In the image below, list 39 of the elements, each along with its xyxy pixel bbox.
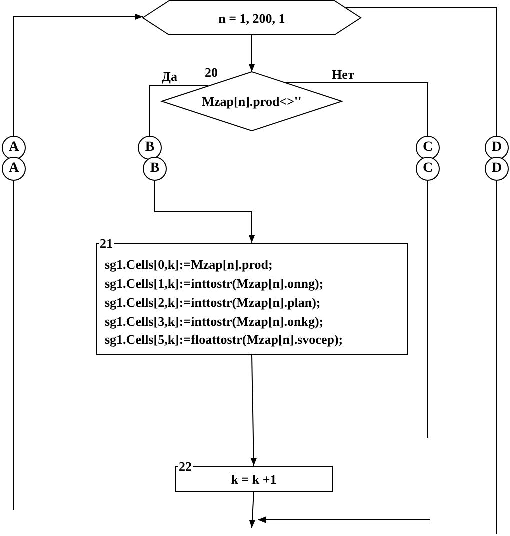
connector-circle	[2, 136, 26, 160]
block-number: 21	[99, 237, 114, 250]
node-text: n = 1, 200, 1	[218, 12, 286, 24]
edge-label: Да	[160, 70, 180, 83]
connector-line	[496, 180, 498, 534]
connector-letter: C	[422, 162, 434, 176]
edge-label: Нет	[330, 68, 356, 81]
arrow	[250, 354, 258, 466]
connector-letter: B	[150, 162, 160, 176]
code-line: sg1.Cells[0,k]:=Mzap[n].prod;	[105, 256, 273, 274]
block-number: 22	[178, 460, 193, 473]
connector-letter: D	[492, 162, 502, 176]
node-text: Mzap[n].prod<>''	[202, 95, 302, 108]
connector-circle	[143, 157, 167, 181]
arrow	[248, 34, 256, 72]
node-text: k = k +1	[231, 472, 277, 486]
arrow	[249, 492, 256, 528]
connector-letter: A	[8, 141, 20, 155]
connector-letter: A	[8, 162, 20, 176]
arrow	[14, 14, 144, 136]
connector-circle	[485, 157, 509, 181]
connector-letter: B	[145, 141, 155, 155]
connector-circle	[416, 157, 440, 181]
connector-line	[345, 8, 498, 136]
connector-circle	[2, 157, 26, 181]
code-line: sg1.Cells[3,k]:=inttostr(Mzap[n].onkg);	[105, 312, 324, 331]
connector-letter: D	[492, 141, 502, 155]
connector-line	[150, 85, 209, 136]
connector-circle	[485, 136, 509, 160]
connector-line	[286, 82, 428, 136]
code-line: sg1.Cells[5,k]:=floattostr(Mzap[n].svocep);	[105, 331, 344, 350]
code-line: sg1.Cells[1,k]:=inttostr(Mzap[n].onng);	[105, 274, 324, 293]
arrow	[154, 180, 256, 244]
connector-letter: C	[422, 141, 434, 155]
block-number: 20	[204, 66, 219, 79]
connector-circle	[416, 136, 440, 160]
code-line: sg1.Cells[2,k]:=inttostr(Mzap[n].plan);	[105, 294, 321, 312]
connector-circle	[138, 136, 162, 160]
loop-hexagon	[143, 1, 361, 35]
